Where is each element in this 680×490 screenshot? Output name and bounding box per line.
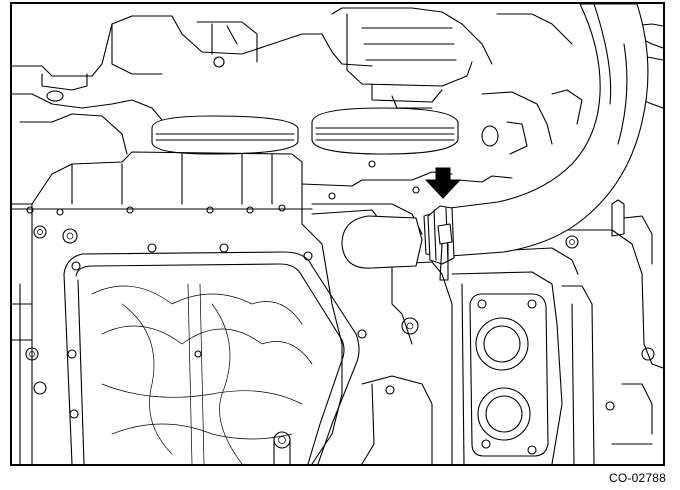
radiator-hose — [424, 4, 648, 256]
thermostat-housing — [312, 210, 452, 464]
hose-highlight — [594, 4, 627, 144]
cover-plate — [64, 244, 366, 464]
small-line — [458, 176, 512, 182]
right-block — [452, 200, 663, 464]
engine-block — [12, 152, 452, 464]
engine-line-drawing — [12, 4, 663, 464]
illustration-frame — [10, 2, 665, 466]
bolts — [27, 161, 419, 215]
outlet-pipe — [342, 216, 422, 268]
hose-clamp — [428, 206, 454, 280]
callout-arrow — [426, 168, 460, 198]
pulleys — [152, 108, 458, 154]
figure-code: CO-02788 — [609, 471, 666, 485]
